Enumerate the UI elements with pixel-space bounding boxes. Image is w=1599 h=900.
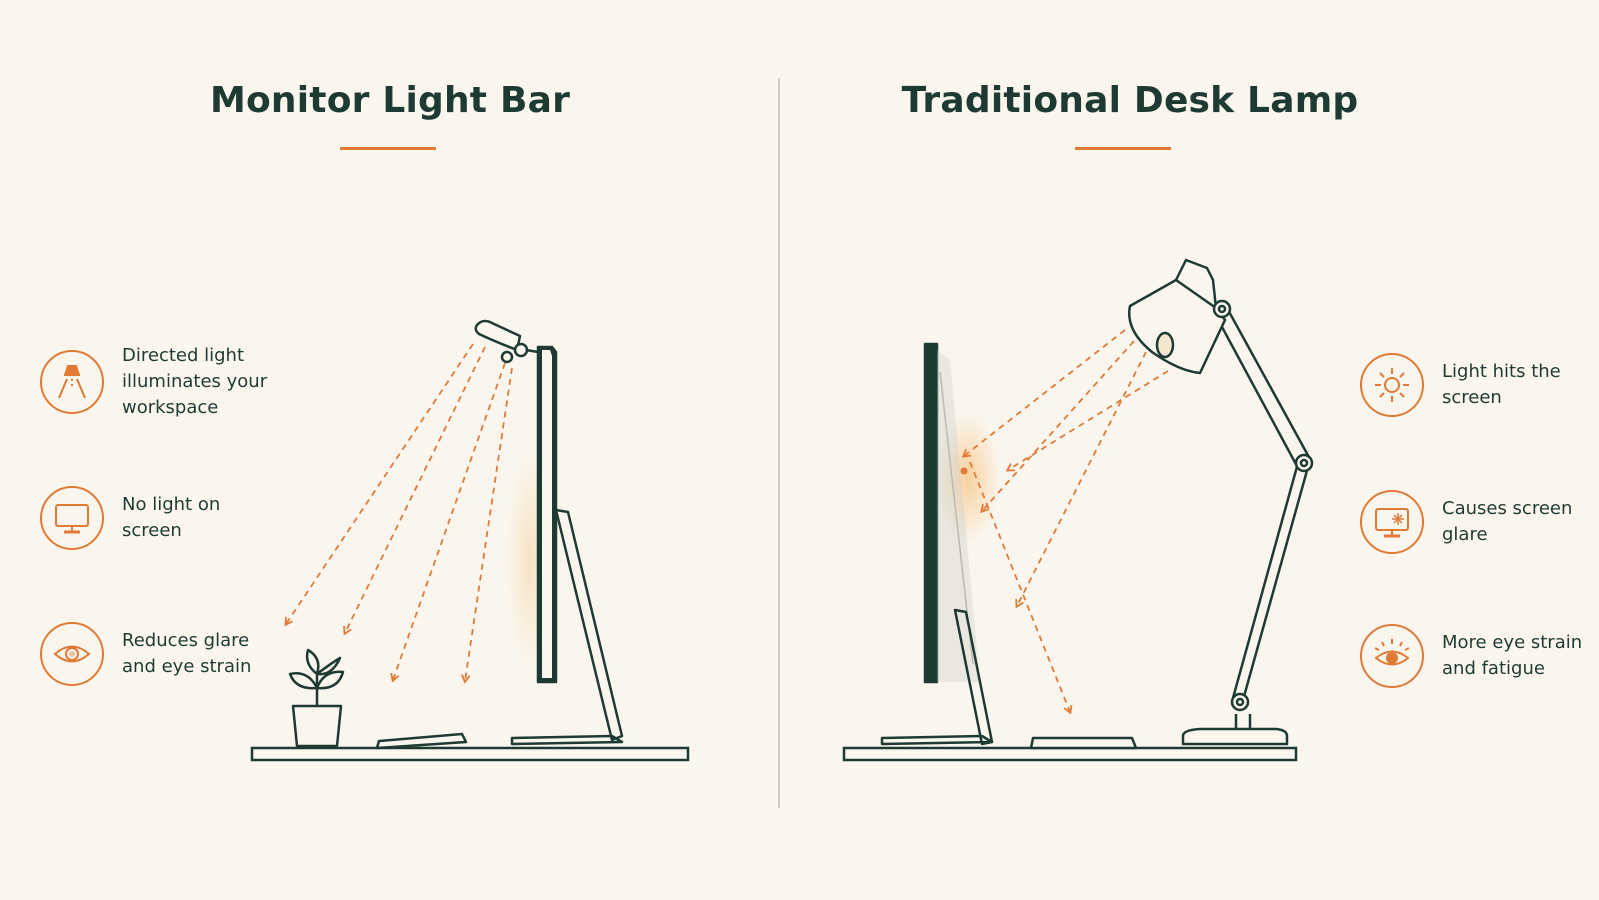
monitor-light-bar-icon	[474, 319, 539, 364]
light-ray	[969, 461, 1070, 712]
monitor-glare-icon	[1360, 490, 1424, 554]
right-monitor	[880, 342, 994, 746]
feature-text: Reduces glare and eye strain	[122, 630, 252, 677]
feature-text: More eye strain and fatigue	[1442, 632, 1583, 679]
downlight-icon	[40, 350, 104, 414]
light-rays	[286, 329, 1169, 712]
eye-icon	[40, 622, 104, 686]
left-title-underline	[340, 147, 436, 150]
left-plant-icon	[288, 648, 345, 748]
right-desk	[842, 746, 1298, 762]
light-ray	[286, 343, 474, 624]
left-feature-reduces-glare: Reduces glare and eye strain	[40, 622, 251, 686]
light-ray	[964, 329, 1126, 456]
right-feature-eye-strain: More eye strain and fatigue	[1360, 624, 1582, 688]
light-ray	[345, 346, 486, 633]
left-monitor	[510, 345, 624, 746]
feature-text: Light hits the screen	[1442, 361, 1561, 408]
eye-strain-icon	[1360, 624, 1424, 688]
left-feature-no-light-on-screen: No light on screen	[40, 486, 220, 550]
right-panel-title: Traditional Desk Lamp	[901, 80, 1359, 121]
glare-center	[960, 467, 968, 475]
left-feature-directed-light: Directed light illuminates your workspac…	[40, 343, 267, 421]
light-ray	[1008, 370, 1169, 470]
left-keyboard	[375, 732, 468, 750]
left-panel-title: Monitor Light Bar	[209, 80, 571, 121]
sun-icon	[1360, 353, 1424, 417]
right-feature-light-hits-screen: Light hits the screen	[1360, 353, 1561, 417]
feature-text: No light on screen	[122, 494, 221, 541]
feature-text: Causes screen glare	[1442, 498, 1573, 545]
desk-lamp-icon	[1128, 258, 1314, 746]
right-feature-screen-glare: Causes screen glare	[1360, 490, 1572, 554]
left-desk	[250, 746, 690, 762]
right-title-underline	[1075, 147, 1171, 150]
monitor-icon	[40, 486, 104, 550]
panel-divider	[778, 78, 780, 808]
light-ray	[1017, 351, 1147, 606]
light-ray	[465, 367, 513, 681]
right-keyboard	[1029, 736, 1138, 750]
light-ray	[393, 362, 506, 680]
feature-text: Directed light illuminates your workspac…	[122, 345, 268, 418]
light-ray	[982, 340, 1135, 511]
